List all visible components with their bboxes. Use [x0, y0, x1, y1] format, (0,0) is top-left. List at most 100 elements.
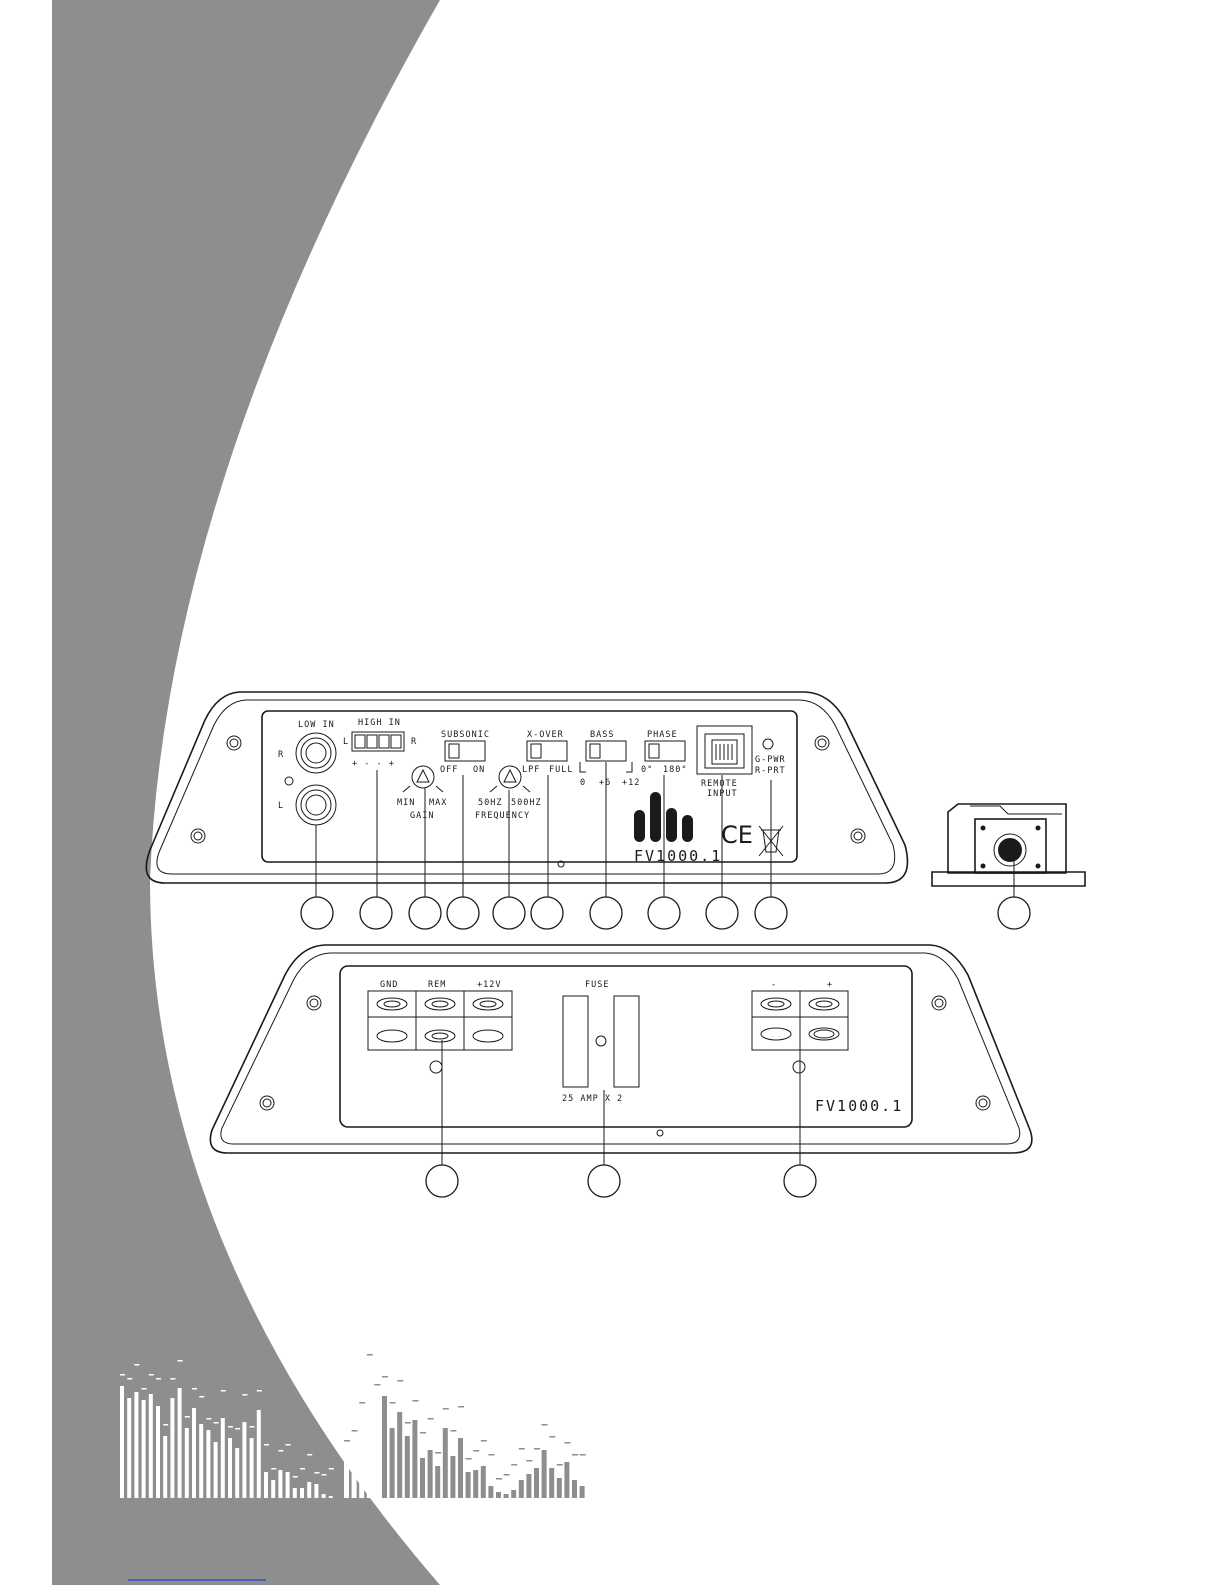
eq-bar [367, 1386, 372, 1498]
remote-input-label-1: REMOTE [701, 779, 738, 789]
eq-bar [549, 1468, 554, 1498]
eq-peak [344, 1440, 350, 1442]
xover-label: X-OVER [527, 730, 564, 740]
eq-peak [192, 1388, 197, 1390]
eq-bar [307, 1482, 311, 1498]
eq-bar [214, 1442, 218, 1498]
bass-0-label: 0 [580, 778, 586, 788]
eq-peak [250, 1426, 255, 1428]
high-in-l-label: L [343, 737, 349, 747]
eq-peak [286, 1444, 291, 1446]
fuse-rating-label: 25 AMP X 2 [562, 1094, 623, 1104]
phase-0-label: 0° [641, 765, 653, 775]
eq-peak [397, 1380, 403, 1382]
eq-peak [374, 1384, 380, 1386]
eq-bar [170, 1398, 174, 1498]
eq-bar [221, 1418, 225, 1498]
callout-circle [409, 897, 441, 929]
eq-peak [481, 1440, 487, 1442]
eq-peak [214, 1422, 219, 1424]
eq-peak [264, 1444, 269, 1446]
eq-bar [286, 1472, 290, 1498]
high-in-polarity: + - - + [352, 759, 395, 769]
bass-label: BASS [590, 730, 614, 740]
model-label-top: FV1000.1 [634, 847, 722, 865]
phase-label: PHASE [647, 730, 678, 740]
bass-12-label: +12 [622, 778, 640, 788]
eq-peak [314, 1472, 319, 1474]
eq-peak [163, 1424, 168, 1426]
eq-peak [307, 1454, 312, 1456]
low-in-l-label: L [278, 801, 284, 811]
screw-icon [851, 829, 865, 843]
screw-icon [976, 1096, 990, 1110]
eq-peak [257, 1390, 262, 1392]
power-terminal-block[interactable] [368, 991, 512, 1050]
eq-peak [557, 1464, 563, 1466]
fuse-left[interactable] [563, 996, 588, 1087]
eq-bar [557, 1478, 562, 1498]
eq-bar [405, 1436, 410, 1498]
high-in-label: HIGH IN [358, 718, 401, 728]
eq-bar [435, 1466, 440, 1498]
eq-bar [466, 1472, 471, 1498]
screw-icon [191, 829, 205, 843]
eq-bar [127, 1398, 131, 1498]
screw-icon [932, 996, 946, 1010]
rca-jack-icon[interactable] [296, 785, 336, 825]
eq-peak [549, 1436, 555, 1438]
high-level-input-terminal[interactable] [352, 732, 404, 751]
eq-bar [178, 1388, 182, 1498]
subsonic-on-label: ON [473, 765, 485, 775]
speaker-plus-label: + [827, 980, 833, 990]
eq-peak [206, 1418, 211, 1420]
eq-bar [511, 1490, 516, 1498]
remote-knob-icon [932, 804, 1085, 929]
eq-peak [526, 1460, 532, 1462]
eq-bar [390, 1428, 395, 1498]
12v-label: +12V [477, 980, 501, 990]
eq-peak [278, 1450, 283, 1452]
rca-jack-icon[interactable] [296, 733, 336, 773]
eq-bar [264, 1472, 268, 1498]
phase-180-label: 180° [663, 765, 687, 775]
eq-peak [134, 1364, 139, 1366]
eq-bar [134, 1392, 138, 1498]
eq-bar [352, 1450, 357, 1498]
eq-bar [192, 1408, 196, 1498]
eq-peak [322, 1474, 327, 1476]
eq-peak [185, 1416, 190, 1418]
eq-bar [458, 1438, 463, 1498]
eq-bar [374, 1398, 379, 1498]
eq-bar [344, 1454, 349, 1498]
eq-peak [120, 1374, 125, 1376]
eq-bar [242, 1422, 246, 1498]
fuse-right[interactable] [614, 996, 639, 1087]
eq-bar [278, 1470, 282, 1498]
eq-peak [382, 1376, 388, 1378]
callout-circle [447, 897, 479, 929]
callout-circle [531, 897, 563, 929]
eq-bar [420, 1458, 425, 1498]
potentiometer-icon[interactable] [403, 766, 443, 792]
eq-bar [580, 1486, 585, 1498]
eq-peak [412, 1400, 418, 1402]
eq-peak [127, 1378, 132, 1380]
eq-peak [473, 1450, 479, 1452]
callout-circle [706, 897, 738, 929]
eq-peak [170, 1378, 175, 1380]
gain-max-label: MAX [429, 798, 447, 808]
eq-peak [329, 1468, 334, 1470]
remote-input-jack[interactable] [697, 726, 752, 774]
eq-peak [488, 1454, 494, 1456]
eq-peak [149, 1374, 154, 1376]
callout-circle [755, 897, 787, 929]
freq-high-label: 500HZ [511, 798, 542, 808]
eq-bar [488, 1486, 493, 1498]
eq-peak [443, 1408, 449, 1410]
eq-bar [534, 1468, 539, 1498]
eq-bar [329, 1496, 333, 1498]
eq-peak [534, 1448, 540, 1450]
eq-bar [314, 1484, 318, 1498]
